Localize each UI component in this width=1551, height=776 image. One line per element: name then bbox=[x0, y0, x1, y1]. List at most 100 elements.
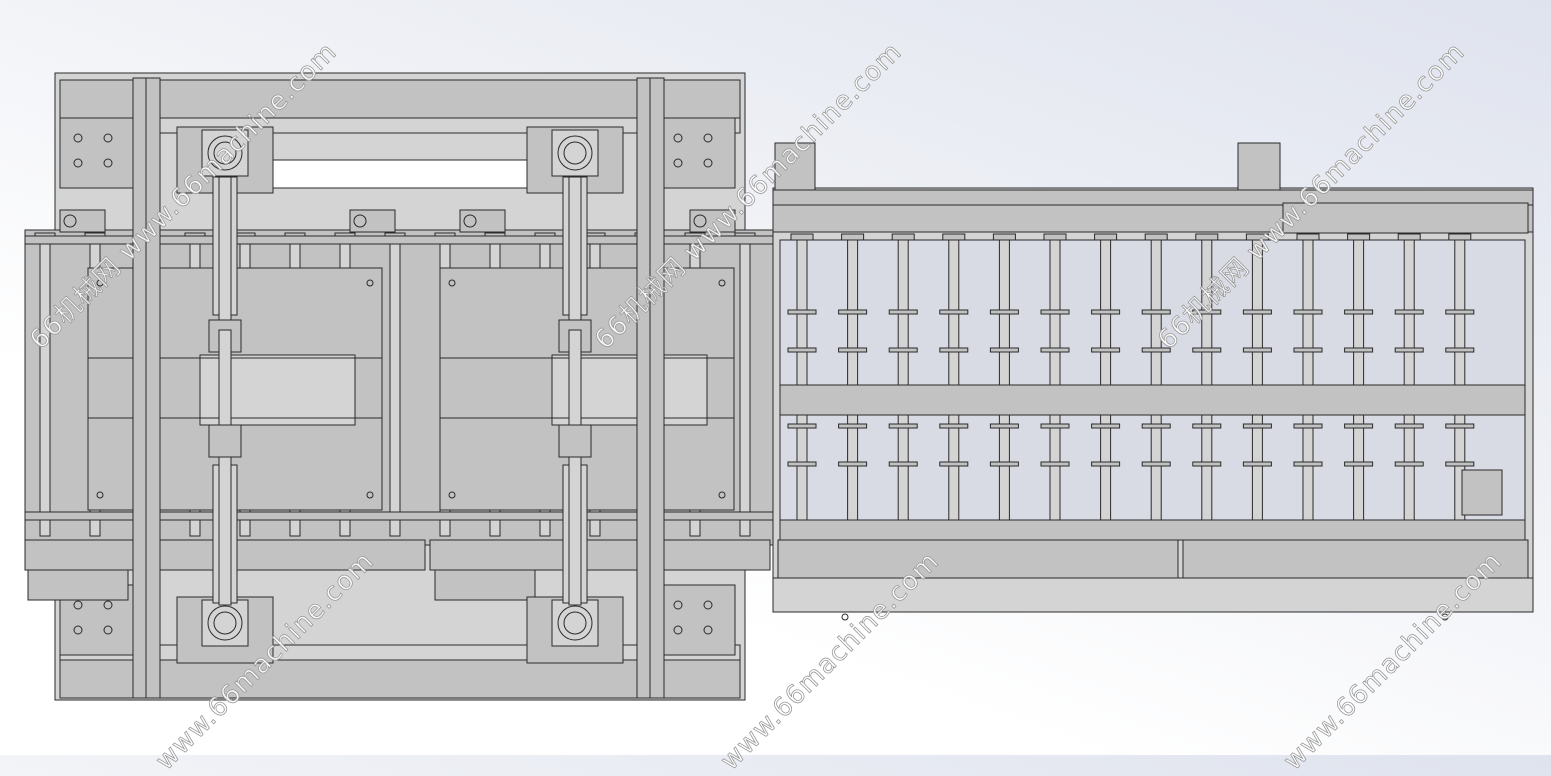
mounting-plate bbox=[659, 117, 736, 189]
roller-disc bbox=[1192, 423, 1222, 429]
bolt-hole bbox=[673, 625, 683, 635]
roller-bearing bbox=[1296, 233, 1320, 241]
motor-right bbox=[434, 569, 536, 601]
roller-disc bbox=[1091, 309, 1121, 315]
roller-disc bbox=[888, 461, 918, 467]
right-drive-rail-left bbox=[777, 539, 1179, 579]
roller-disc bbox=[888, 347, 918, 353]
bolt-hole bbox=[103, 600, 113, 610]
bearing bbox=[463, 214, 477, 228]
top-beam bbox=[59, 79, 741, 119]
bolt-hole bbox=[703, 625, 713, 635]
roller-disc bbox=[1293, 347, 1323, 353]
roller bbox=[389, 235, 401, 537]
bolt-hole bbox=[448, 491, 456, 499]
bolt-hole bbox=[673, 600, 683, 610]
gearbox bbox=[551, 599, 599, 647]
bolt-hole bbox=[703, 600, 713, 610]
bolt-hole bbox=[73, 625, 83, 635]
roller-disc bbox=[1344, 423, 1374, 429]
roller-disc bbox=[1344, 309, 1374, 315]
bolt-hole bbox=[703, 133, 713, 143]
roller-disc bbox=[1091, 461, 1121, 467]
right-drive-rail-right bbox=[1182, 539, 1529, 579]
roller-disc bbox=[1293, 423, 1323, 429]
roller-disc bbox=[1293, 309, 1323, 315]
roller-disc bbox=[1040, 461, 1070, 467]
roller-disc bbox=[888, 309, 918, 315]
bolt-hole bbox=[366, 279, 374, 287]
bearing-block bbox=[689, 209, 736, 233]
roller-disc bbox=[939, 309, 969, 315]
bottom-beam bbox=[59, 659, 741, 699]
screw-nut bbox=[208, 424, 242, 458]
roller-bearing bbox=[942, 233, 966, 241]
roller-disc bbox=[939, 347, 969, 353]
roller-disc bbox=[787, 423, 817, 429]
roller-disc bbox=[989, 309, 1019, 315]
roller-disc bbox=[1445, 309, 1475, 315]
roller-disc bbox=[1141, 461, 1171, 467]
motor-bracket bbox=[1461, 469, 1503, 516]
bolt-hole bbox=[96, 491, 104, 499]
roller-disc bbox=[1192, 461, 1222, 467]
bearing bbox=[693, 214, 707, 228]
roller-disc bbox=[888, 423, 918, 429]
bolt-hole bbox=[73, 133, 83, 143]
roller-bearing bbox=[841, 233, 865, 241]
roller-bearing bbox=[891, 233, 915, 241]
mounting-plate bbox=[59, 117, 136, 189]
bearing-block bbox=[59, 209, 106, 233]
gearbox-flange bbox=[557, 135, 593, 171]
roller-bearing bbox=[1195, 233, 1219, 241]
roller-bearing bbox=[1397, 233, 1421, 241]
screw-nut bbox=[558, 424, 592, 458]
roller-disc bbox=[1394, 461, 1424, 467]
roller-disc bbox=[1242, 309, 1272, 315]
screw-rod bbox=[568, 329, 582, 606]
bolt-hole bbox=[673, 158, 683, 168]
roller-disc bbox=[1445, 423, 1475, 429]
roller-disc bbox=[1242, 461, 1272, 467]
roller-bearing bbox=[790, 233, 814, 241]
roller-disc bbox=[838, 423, 868, 429]
roller-disc bbox=[1040, 423, 1070, 429]
bearing-block bbox=[459, 209, 506, 233]
roller-disc bbox=[1091, 347, 1121, 353]
roller-disc bbox=[1091, 423, 1121, 429]
bolt-hole bbox=[103, 158, 113, 168]
roller-disc bbox=[1242, 347, 1272, 353]
roller-disc bbox=[1394, 423, 1424, 429]
roller-bearing bbox=[1347, 233, 1371, 241]
roller-disc bbox=[1344, 347, 1374, 353]
bolt-hole bbox=[718, 491, 726, 499]
gearbox-flange bbox=[557, 605, 593, 641]
roller bbox=[39, 235, 51, 537]
bolt-hole bbox=[73, 158, 83, 168]
roller-disc bbox=[1445, 461, 1475, 467]
roller-disc bbox=[1141, 347, 1171, 353]
roller-disc bbox=[838, 309, 868, 315]
roller-disc bbox=[939, 461, 969, 467]
roller-disc bbox=[838, 461, 868, 467]
bearing bbox=[63, 214, 77, 228]
roller-bearing bbox=[1245, 233, 1269, 241]
bolt-hole bbox=[103, 625, 113, 635]
mounting-plate bbox=[659, 584, 736, 656]
bolt-hole bbox=[448, 279, 456, 287]
roller-disc bbox=[1040, 309, 1070, 315]
gearbox-flange bbox=[207, 135, 243, 171]
output-shaft bbox=[213, 611, 237, 635]
bolt-hole bbox=[103, 133, 113, 143]
foot bbox=[841, 613, 849, 621]
roller-disc bbox=[1192, 347, 1222, 353]
output-shaft bbox=[213, 141, 237, 165]
motor-left bbox=[27, 569, 129, 601]
roller-disc bbox=[838, 347, 868, 353]
roller bbox=[739, 235, 751, 537]
bolt-hole bbox=[96, 279, 104, 287]
cad-assembly-drawing bbox=[24, 72, 1534, 701]
bolt-hole bbox=[73, 600, 83, 610]
bolt-hole bbox=[366, 491, 374, 499]
gearbox bbox=[201, 599, 249, 647]
